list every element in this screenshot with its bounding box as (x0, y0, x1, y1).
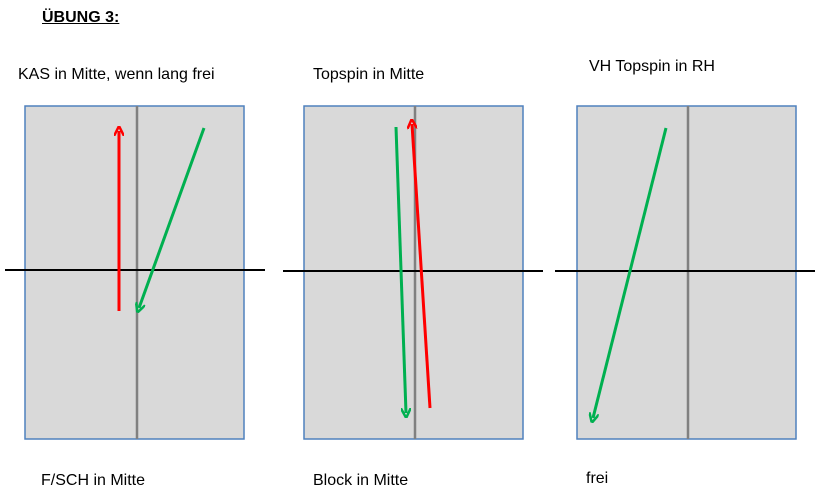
exercise-title: ÜBUNG 3: (42, 9, 120, 26)
panel-2 (283, 105, 543, 440)
panel-1-top-label: KAS in Mitte, wenn lang frei (18, 66, 215, 83)
panel-3 (555, 105, 815, 440)
panel-3-bottom-label: frei (586, 470, 609, 487)
panel-2-top-label: Topspin in Mitte (313, 66, 425, 83)
table-3 (576, 105, 797, 440)
panel-1-bottom-label: F/SCH in Mitte (41, 472, 146, 489)
panel-1 (5, 105, 265, 440)
panel-3-top-label: VH Topspin in RH (589, 58, 715, 75)
panel-2-bottom-label: Block in Mitte (313, 472, 409, 489)
red-arrow-up (412, 124, 432, 409)
table-1 (24, 105, 245, 440)
green-arrow-down (593, 127, 668, 418)
green-arrow-down (394, 126, 406, 413)
green-arrow-down (139, 127, 206, 308)
